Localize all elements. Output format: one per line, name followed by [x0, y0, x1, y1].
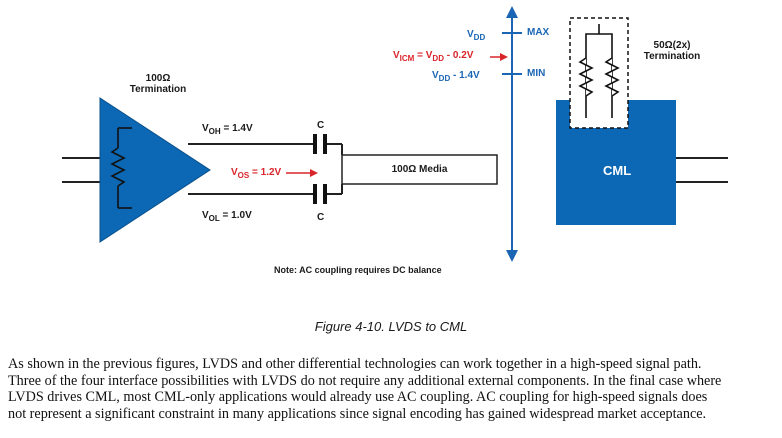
- driver-termination-value: 100Ω: [145, 73, 171, 84]
- body-line: As shown in the previous figures, LVDS a…: [8, 356, 702, 372]
- media-box: [341, 154, 498, 185]
- voltage-scale-arrow-up: [506, 6, 518, 18]
- vicm-label: VICM = VDD - 0.2V: [393, 50, 474, 63]
- vos-label: VOS = 1.2V: [231, 167, 282, 180]
- body-line: not represent a significant constraint i…: [8, 405, 707, 422]
- capacitor-top-label: C: [317, 120, 325, 131]
- voltage-scale-arrow-down: [506, 250, 518, 262]
- lvds-to-cml-diagram: [62, 6, 728, 262]
- body-line: LVDS drives CML, most CML-only applicati…: [8, 389, 708, 406]
- vos-arrow-head: [310, 169, 318, 177]
- voh-label: VOH = 1.4V: [202, 123, 253, 136]
- termination-resistor-left-icon: [578, 57, 594, 97]
- vicm-arrow-head: [500, 53, 508, 61]
- ac-coupling-note: Note: AC coupling requires DC balance: [274, 265, 442, 275]
- vdd-label: VDD: [467, 29, 486, 42]
- driver-termination-word: Termination: [129, 84, 187, 95]
- vdd-min-label: VDD - 1.4V: [432, 70, 480, 83]
- receiver-termination-label: 50Ω(2x) Termination: [630, 40, 714, 62]
- max-label: MAX: [527, 27, 550, 38]
- receiver-termination-value: 50Ω(2x): [653, 40, 691, 51]
- cml-label: CML: [603, 163, 632, 178]
- termination-resistor-right-icon: [604, 57, 620, 97]
- figure-caption: Figure 4-10. LVDS to CML: [314, 319, 468, 334]
- driver-resistor-icon: [110, 147, 126, 187]
- min-label: MIN: [527, 68, 546, 79]
- body-line: Three of the four interface possibilitie…: [8, 372, 722, 389]
- media-label: 100Ω Media: [391, 164, 448, 175]
- lvds-driver-triangle: [99, 97, 211, 243]
- vol-label: VOL = 1.0V: [202, 210, 252, 223]
- capacitor-bottom-label: C: [317, 212, 325, 223]
- termination-dashed-box: [569, 17, 629, 129]
- body-paragraph: As shown in the previous figures, LVDS a…: [8, 356, 778, 422]
- driver-termination-label: 100Ω Termination: [118, 73, 198, 95]
- receiver-termination-word: Termination: [643, 51, 701, 62]
